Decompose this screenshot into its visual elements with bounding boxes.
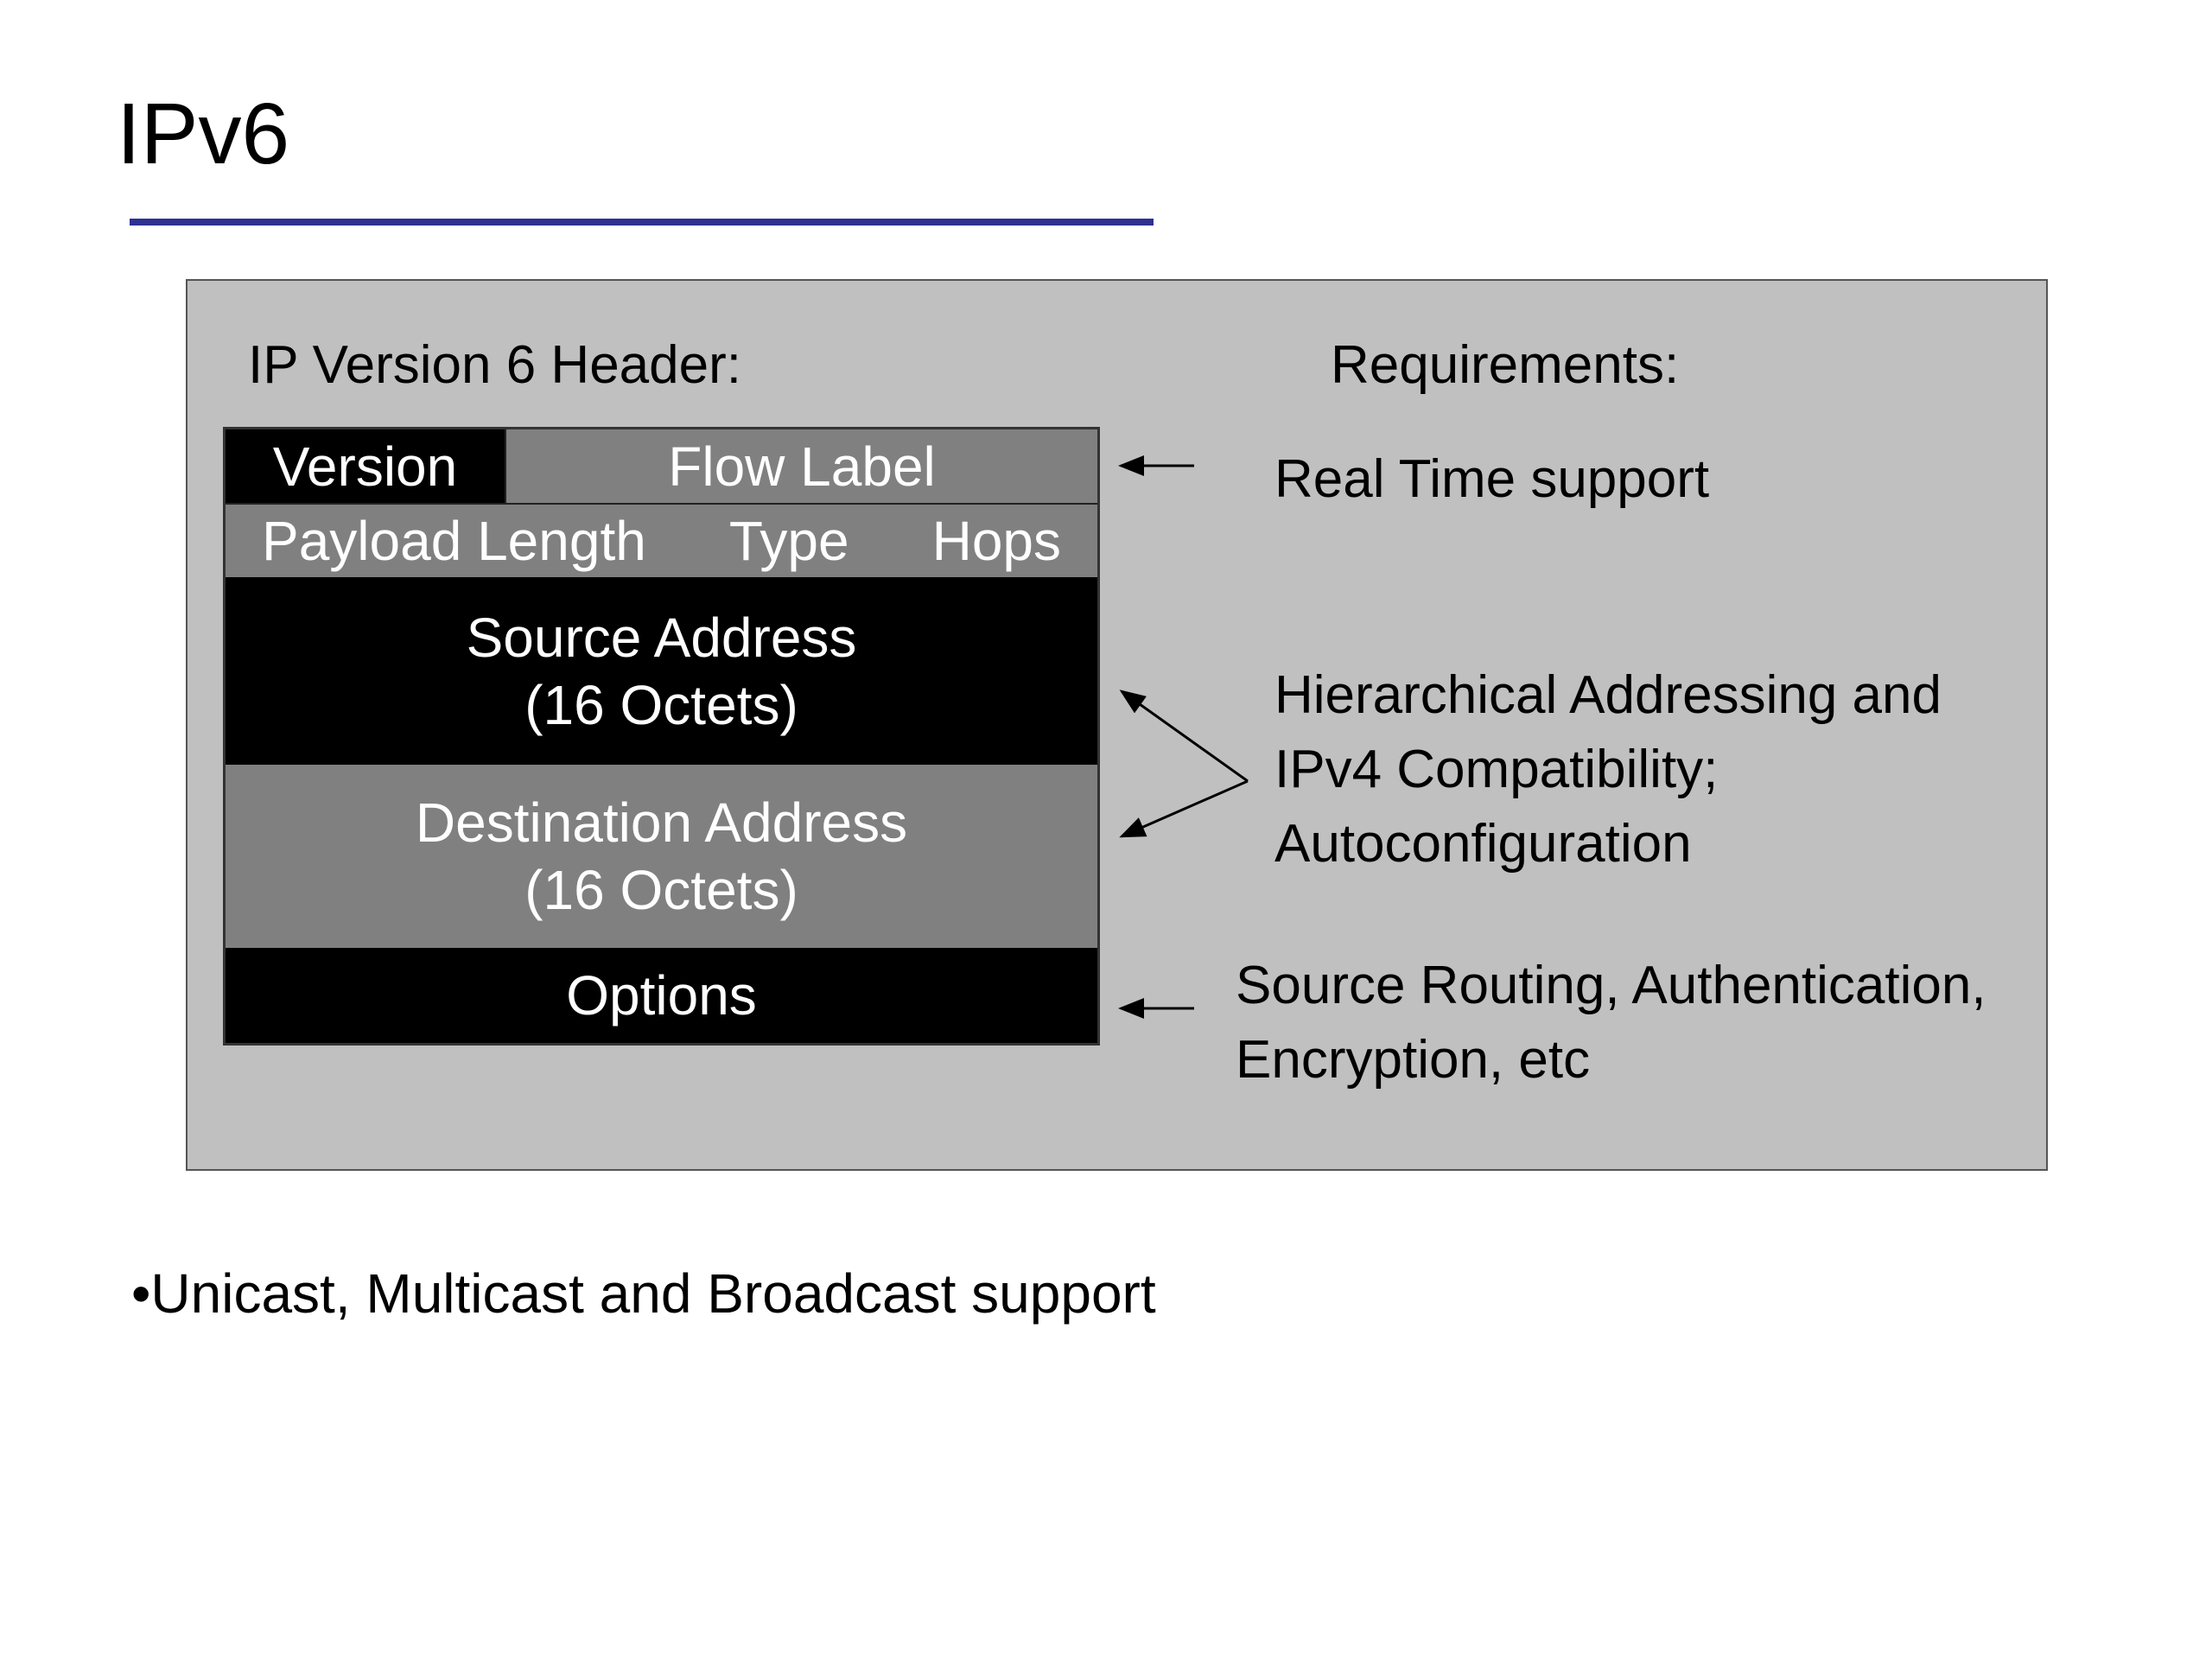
- arrow-addressing-source-icon: [1119, 690, 1249, 783]
- field-payload-length: Payload Length: [262, 510, 646, 572]
- requirement-addressing: Hierarchical Addressing and IPv4 Compati…: [1274, 658, 1942, 881]
- slide-title: IPv6: [117, 86, 290, 182]
- header-row-payload: Payload Length Type Hops: [226, 503, 1097, 577]
- arrow-addressing-destination-icon: [1119, 779, 1249, 838]
- destination-address-size: (16 Octets): [524, 859, 798, 921]
- field-version: Version: [226, 429, 505, 503]
- destination-address-label: Destination Address: [415, 791, 908, 854]
- title-underline: [130, 219, 1154, 226]
- bullet-item: •Unicast, Multicast and Broadcast suppor…: [131, 1262, 1156, 1325]
- source-address-label: Source Address: [466, 606, 857, 669]
- requirement-routing-line2: Encryption, etc: [1236, 1030, 1591, 1090]
- field-destination-address: Destination Address (16 Octets): [226, 765, 1097, 948]
- requirement-routing: Source Routing, Authentication, Encrypti…: [1236, 949, 1986, 1097]
- options-label: Options: [566, 964, 757, 1027]
- field-options: Options: [226, 948, 1097, 1043]
- source-address-size: (16 Octets): [524, 673, 798, 736]
- header-row-version: Version Flow Label: [226, 429, 1097, 503]
- requirement-addressing-line3: Autoconfiguration: [1274, 814, 1692, 874]
- field-type: Type: [728, 510, 849, 572]
- requirements-heading: Requirements:: [1331, 335, 1680, 395]
- field-flow-label: Flow Label: [505, 429, 1097, 503]
- ipv6-header-table: Version Flow Label Payload Length Type H…: [223, 427, 1100, 1046]
- field-hops: Hops: [931, 510, 1061, 572]
- requirement-routing-line1: Source Routing, Authentication,: [1236, 956, 1986, 1015]
- requirement-addressing-line2: IPv4 Compatibility;: [1274, 740, 1719, 799]
- requirement-real-time: Real Time support: [1274, 449, 1710, 509]
- header-heading: IP Version 6 Header:: [248, 335, 741, 395]
- field-source-address: Source Address (16 Octets): [226, 577, 1097, 765]
- requirement-addressing-line1: Hierarchical Addressing and: [1274, 665, 1942, 725]
